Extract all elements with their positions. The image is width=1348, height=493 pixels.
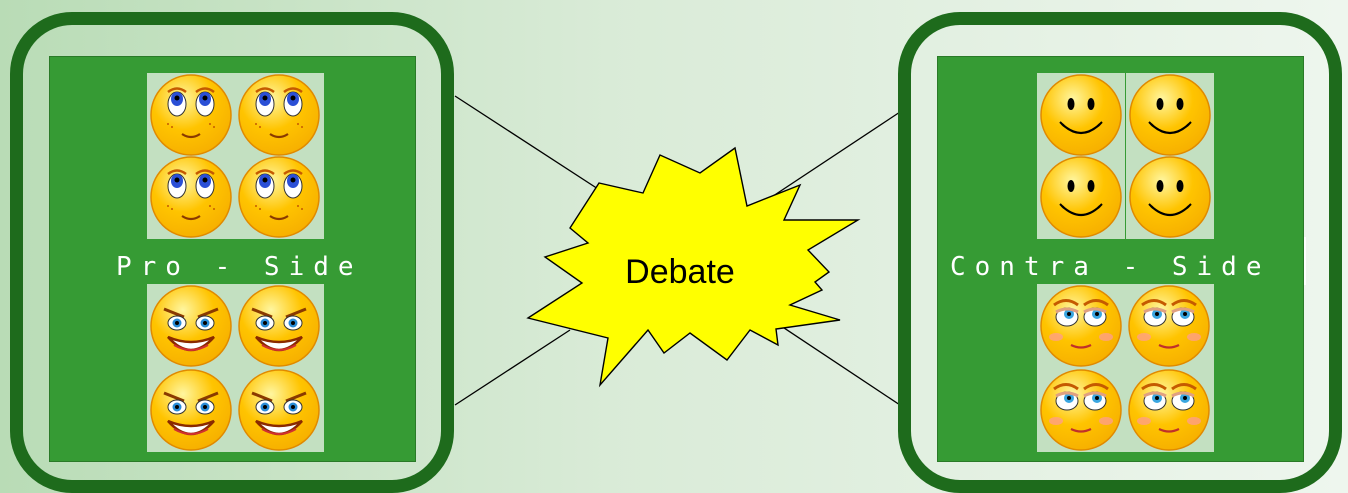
debate-label: Debate — [625, 253, 735, 291]
